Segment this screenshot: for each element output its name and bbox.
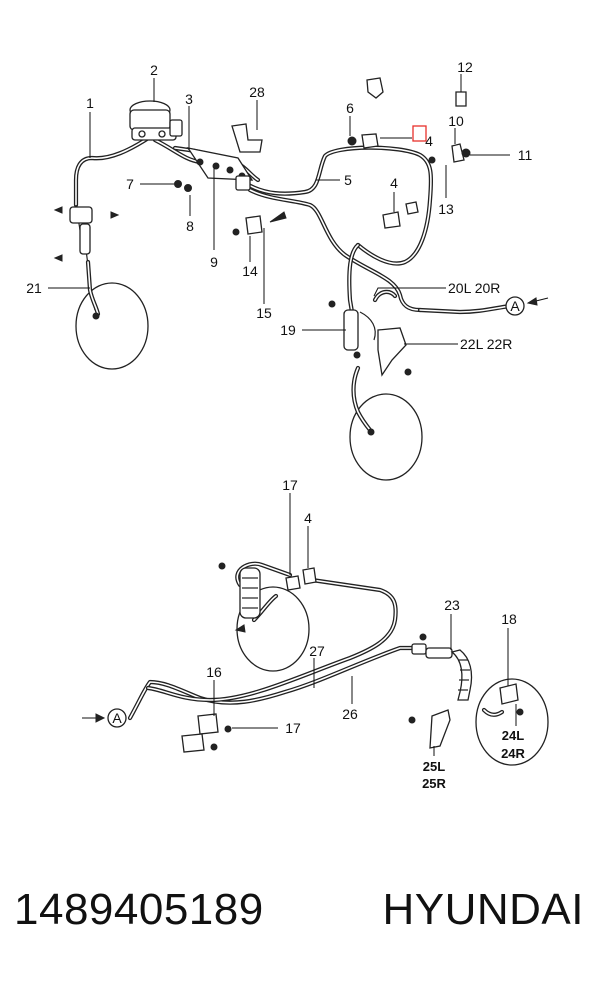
valve-block [186,147,254,191]
callout-25r: 25R [422,776,446,791]
callout-20: 20L 20R [448,280,500,296]
master-cylinder [129,100,183,141]
callout-13: 13 [438,201,454,217]
callout-27: 27 [309,643,325,659]
callout-24l: 24L [502,728,524,743]
callout-10: 10 [448,113,464,129]
front-left-disc [75,282,149,370]
bolt-8 [184,184,192,192]
connector-a-upper-label: A [510,298,520,314]
callout-21: 21 [26,280,42,296]
footer: 1489405189 HYUNDAI [0,880,600,950]
brand-name: HYUNDAI [382,885,584,934]
callout-12: 12 [457,59,473,75]
fittings-upper-right [347,77,471,229]
callout-labels: 1 2 3 28 6 4 12 10 11 7 5 4 8 13 9 14 21… [26,59,532,791]
bracket-14-15 [232,211,287,236]
callout-17-lower: 17 [285,720,301,736]
front-right-disc [349,393,423,481]
callout-7: 7 [126,176,134,192]
callout-25l: 25L [423,759,445,774]
callout-4-upper: 4 [425,133,433,149]
callout-19: 19 [280,322,296,338]
bracket-16 [181,713,232,753]
callout-16: 16 [206,664,222,680]
callout-14: 14 [242,263,258,279]
rear-left-hose [218,562,317,633]
callout-17-upper: 17 [282,477,298,493]
callout-18: 18 [501,611,517,627]
bracket-28 [231,123,263,153]
callout-1: 1 [86,95,94,111]
callout-24r: 24R [501,746,525,761]
callout-2: 2 [150,62,158,78]
callout-9: 9 [210,254,218,270]
rear-right-hose [408,633,524,749]
callout-6: 6 [346,100,354,116]
rear-right-disc [475,678,549,766]
callout-4-mid: 4 [390,175,398,191]
callout-23: 23 [444,597,460,613]
connector-a-lower-label: A [112,710,122,726]
part-number: 1489405189 [14,885,264,934]
connector-a-upper: A [505,296,549,316]
callout-4-lower: 4 [304,510,312,526]
upper-brake-pipes [73,134,513,315]
upper-leader-lines [48,74,510,345]
callout-11: 11 [518,147,533,163]
callout-28: 28 [249,84,265,100]
callout-8: 8 [186,218,194,234]
lower-assembly: A [82,493,549,766]
callout-22: 22L 22R [460,336,512,352]
part-4-highlight [412,125,427,142]
callout-3: 3 [185,91,193,107]
bolt-7 [174,180,182,188]
callout-26: 26 [342,706,358,722]
connector-a-lower: A [82,708,127,728]
front-left-hose-assembly [53,204,120,320]
callout-15: 15 [256,305,272,321]
lower-brake-pipes [127,561,505,721]
callout-5: 5 [344,172,352,188]
upper-assembly: A [48,74,549,481]
lower-leader-lines [213,493,517,756]
front-right-hose-assembly [328,300,412,436]
